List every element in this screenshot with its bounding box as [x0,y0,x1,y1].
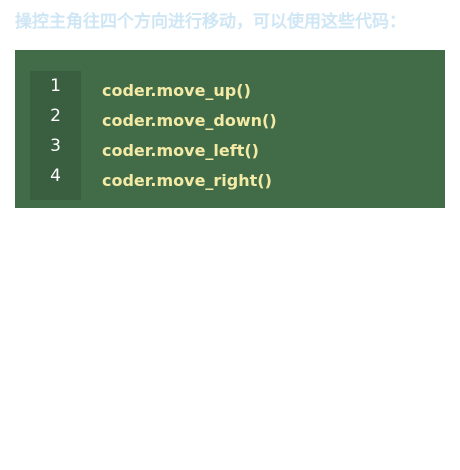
line-number: 3 [50,136,61,156]
line-number: 4 [50,166,61,186]
code-line-move-right: coder.move_right() [102,171,272,190]
line-number: 2 [50,106,61,126]
intro-text: 操控主角往四个方向进行移动，可以使用这些代码： [15,12,406,32]
code-line-move-up: coder.move_up() [102,81,251,100]
line-number-gutter: 1 2 3 4 [30,71,81,200]
code-line-move-left: coder.move_left() [102,141,259,160]
line-number: 1 [50,76,61,96]
code-line-move-down: coder.move_down() [102,111,277,130]
code-block: 1 2 3 4 coder.move_up() coder.move_down(… [15,50,445,208]
